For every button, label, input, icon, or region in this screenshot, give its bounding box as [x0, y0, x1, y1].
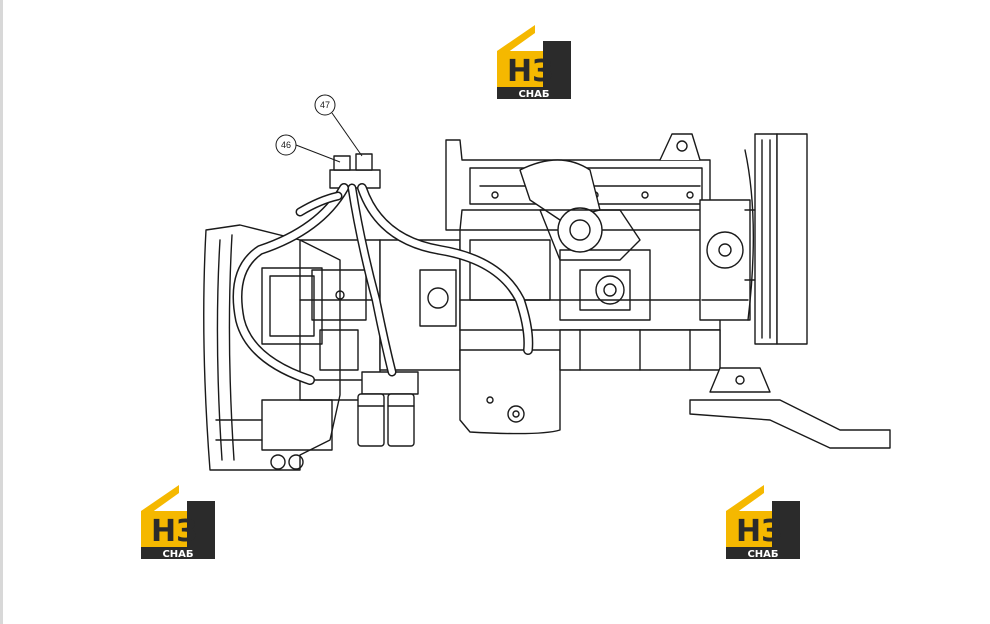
logo-mark: НЗ — [507, 54, 553, 89]
logo-mark: НЗ — [736, 514, 782, 549]
logo-caption: СНАБ — [162, 549, 193, 560]
callout-47: 47 — [314, 94, 363, 157]
left-edge — [0, 0, 3, 624]
fan-assembly — [744, 133, 808, 345]
front-cover — [699, 199, 751, 321]
callout-46-label: 46 — [281, 140, 291, 150]
turbocharger — [519, 159, 641, 261]
fuel-filters — [357, 371, 419, 447]
brand-logo-left: НЗ СНАБ — [137, 481, 221, 561]
callout-46: 46 — [275, 134, 341, 163]
lower-block — [559, 329, 721, 371]
oil-pan — [459, 349, 561, 435]
logo-caption: СНАБ — [518, 89, 549, 100]
lifting-eye — [659, 133, 701, 161]
brand-logo-right: НЗ СНАБ — [722, 481, 806, 561]
hoses — [232, 183, 534, 385]
brand-logo-top: НЗ СНАБ — [493, 21, 577, 101]
logo-mark: НЗ — [151, 514, 197, 549]
engine-mount — [689, 367, 891, 449]
logo-caption: СНАБ — [747, 549, 778, 560]
callout-47-label: 47 — [320, 100, 330, 110]
hose-bracket — [329, 153, 381, 189]
